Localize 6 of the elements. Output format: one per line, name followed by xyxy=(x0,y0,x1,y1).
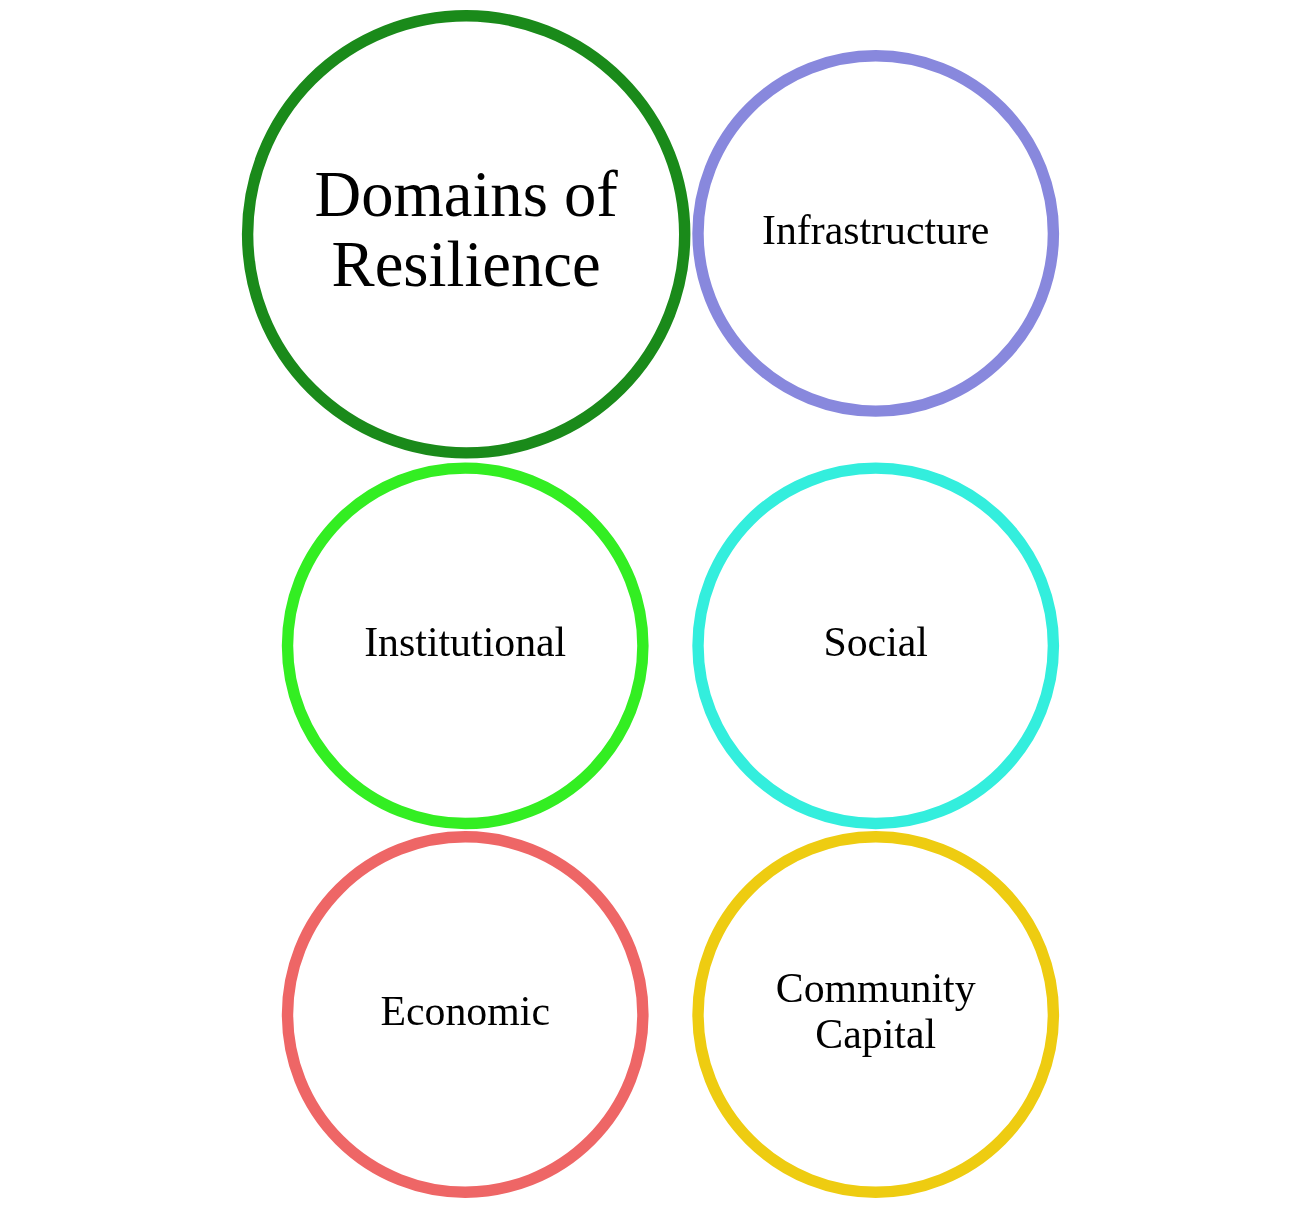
node-circle: Economic xyxy=(281,831,649,1198)
node-circle: Infrastructure xyxy=(691,50,1059,417)
node-circle: Social xyxy=(691,462,1059,830)
node-circle: Domains of Resilience xyxy=(241,10,690,459)
node-circle: Community Capital xyxy=(691,831,1059,1198)
node-circle: Institutional xyxy=(281,462,649,830)
